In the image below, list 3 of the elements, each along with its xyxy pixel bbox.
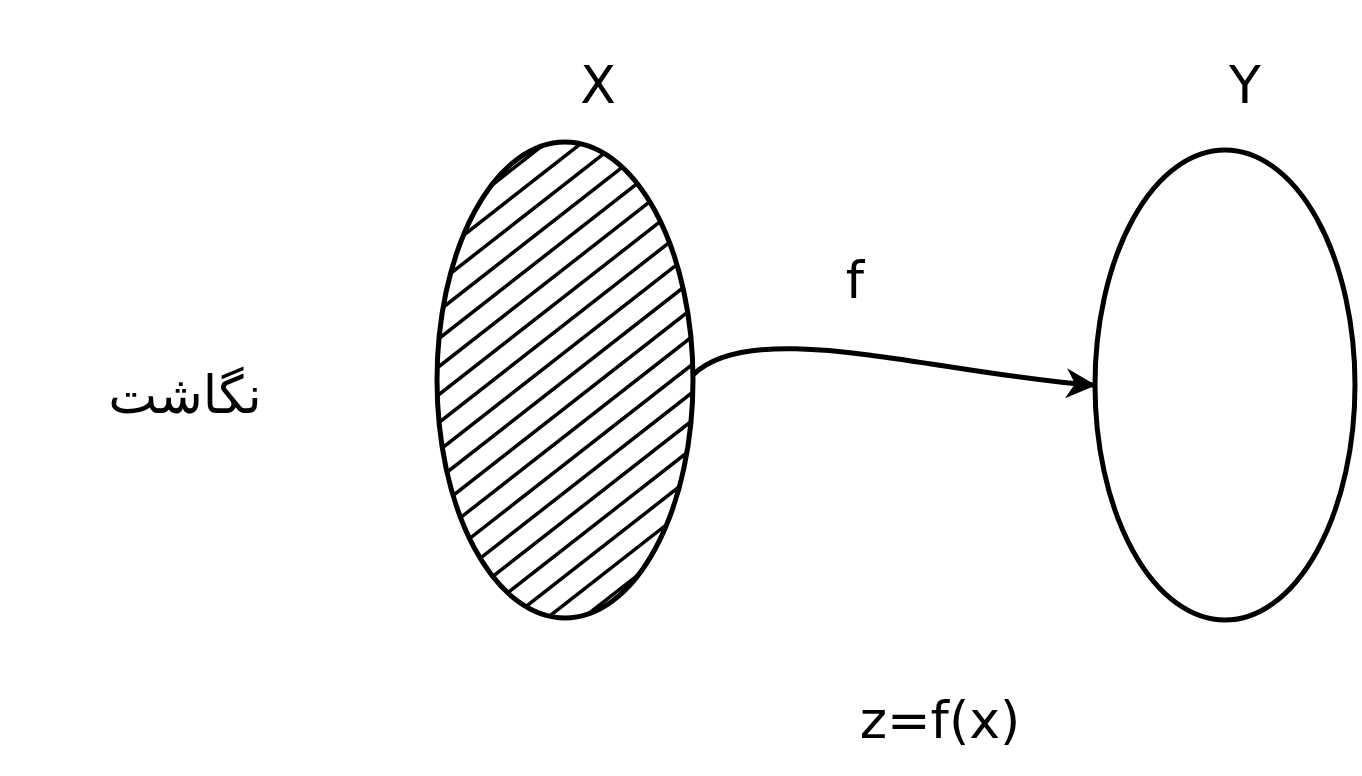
set-label: Y <box>1229 59 1261 111</box>
set-label: X <box>580 59 616 111</box>
formula-label: z=f(x) <box>859 694 1021 746</box>
